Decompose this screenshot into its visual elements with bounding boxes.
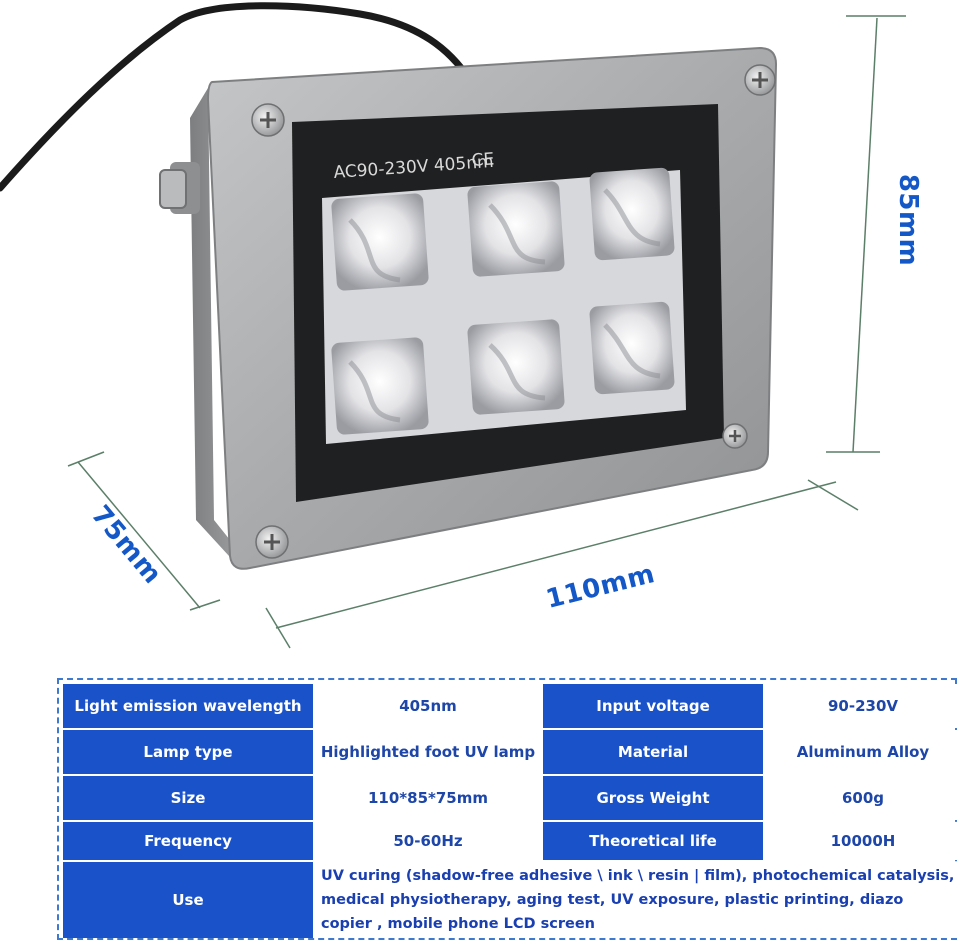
spec-key: Gross Weight — [543, 776, 763, 820]
spec-value: Aluminum Alloy — [765, 730, 960, 774]
spec-key: Input voltage — [543, 684, 763, 728]
screw-top-left — [251, 103, 285, 137]
led-cell — [467, 181, 565, 277]
spec-key: Frequency — [63, 822, 313, 860]
spec-value: 90-230V — [765, 684, 960, 728]
spec-key: Theoretical life — [543, 822, 763, 860]
spec-key: Size — [63, 776, 313, 820]
use-key: Use — [63, 862, 313, 938]
spec-key: Material — [543, 730, 763, 774]
spec-key: Light emission wavelength — [63, 684, 313, 728]
use-value: UV curing (shadow-free adhesive \ ink \ … — [315, 862, 960, 938]
led-array — [331, 167, 675, 435]
table-row: Size 110*85*75mm Gross Weight 600g — [63, 776, 960, 820]
spec-value: 10000H — [765, 822, 960, 860]
screw-bottom-left — [255, 525, 289, 559]
led-cell — [589, 167, 675, 261]
table-row: Frequency 50-60Hz Theoretical life 10000… — [63, 822, 960, 860]
screw-bottom-right — [722, 423, 748, 449]
uv-lamp-illustration: AC90-230V 405nm CE — [0, 2, 906, 649]
led-cell — [467, 319, 565, 415]
power-cable — [0, 2, 474, 192]
housing-side — [190, 88, 246, 568]
led-cell — [589, 301, 675, 395]
led-cell — [331, 337, 429, 435]
spec-table: Light emission wavelength 405nm Input vo… — [61, 682, 960, 940]
spec-key: Lamp type — [63, 730, 313, 774]
dimension-lines — [67, 15, 906, 649]
spec-value: 110*85*75mm — [315, 776, 541, 820]
spec-value: 50-60Hz — [315, 822, 541, 860]
dimension-height-label: 85mm — [893, 173, 924, 267]
spec-value: Highlighted foot UV lamp — [315, 730, 541, 774]
table-row: Lamp type Highlighted foot UV lamp Mater… — [63, 730, 960, 774]
ce-mark: CE — [471, 149, 495, 171]
spec-table-container: Light emission wavelength 405nm Input vo… — [57, 678, 960, 940]
screw-top-right — [744, 64, 776, 96]
led-cell — [331, 193, 429, 291]
spec-value: 405nm — [315, 684, 541, 728]
mounting-bolt — [159, 162, 200, 214]
table-row: Light emission wavelength 405nm Input vo… — [63, 684, 960, 728]
product-photo: AC90-230V 405nm CE — [0, 2, 924, 649]
table-row: Use UV curing (shadow-free adhesive \ in… — [63, 862, 960, 938]
spec-value: 600g — [765, 776, 960, 820]
